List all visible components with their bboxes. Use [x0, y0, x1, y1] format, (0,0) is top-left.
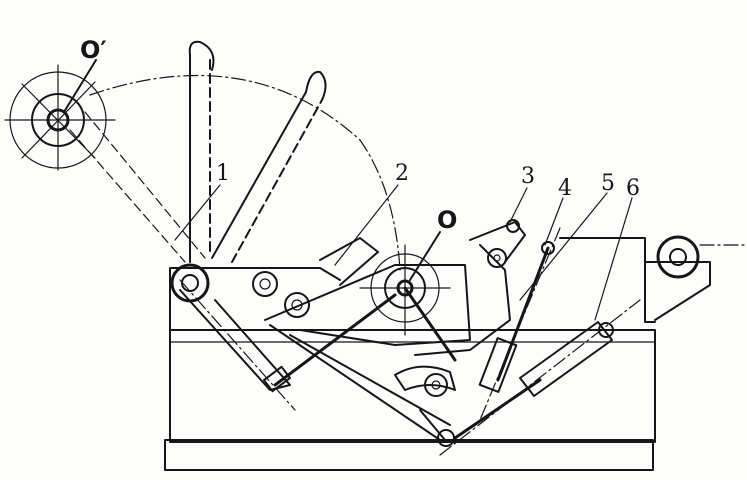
- label-o: O: [437, 206, 457, 234]
- cylinder-5-barrel: [478, 337, 518, 393]
- cylinder-5-top-pin: [541, 241, 555, 255]
- base-frame: [164, 237, 711, 471]
- link-4-pin: [487, 248, 507, 268]
- left-housing: [169, 267, 341, 331]
- label-part-2: 2: [395, 161, 409, 186]
- leader-1: [174, 184, 221, 241]
- part-leaders: [174, 184, 633, 321]
- arm-vertical-hook: [188, 40, 215, 71]
- arm-inclined-edge-1: [211, 91, 307, 259]
- central-frame-link: [264, 264, 471, 346]
- link-2-block: [319, 237, 379, 286]
- leader-2: [334, 184, 399, 266]
- lower-diagonal-link: [269, 324, 441, 441]
- left-joints: [170, 263, 310, 318]
- arm-to-o-prime-dash-2: [84, 111, 206, 259]
- pivot-o-prime-diag-1: [21, 83, 96, 159]
- label-part-1: 1: [216, 161, 230, 186]
- arm-positions: [69, 40, 327, 411]
- arm-inclined-hook: [305, 70, 327, 101]
- lower-diagonal-link-2: [289, 334, 451, 426]
- base-plate: [164, 439, 654, 471]
- cylinder-5-rod: [496, 246, 550, 382]
- arm-lower-swing: [179, 289, 291, 391]
- lower-pin-center: [431, 380, 441, 390]
- link-3-top-bracket: [469, 221, 526, 263]
- pivot-o: [359, 231, 451, 336]
- lower-pin: [424, 373, 448, 397]
- link-3-pin: [506, 219, 520, 233]
- leader-6: [594, 197, 633, 321]
- pivot-o-prime: [4, 59, 116, 171]
- main-pin-inner: [181, 274, 199, 292]
- hook-curve: [394, 365, 456, 391]
- leader-3: [509, 187, 528, 223]
- right-roller-inner: [669, 248, 687, 266]
- cylinder-6-centerline: [439, 299, 641, 456]
- label-part-5: 5: [601, 171, 615, 196]
- right-bracket: [644, 261, 711, 321]
- cylinder-6-end-pin: [598, 322, 614, 338]
- link-4-pin-center: [493, 254, 501, 262]
- right-roller: [656, 235, 746, 279]
- arm-inclined-edge-2: [231, 99, 323, 263]
- arm-to-o-prime-dash-1: [69, 129, 186, 263]
- second-pin-inner: [259, 278, 271, 290]
- right-housing: [559, 237, 656, 323]
- label-part-6: 6: [626, 176, 640, 201]
- pivot-o-prime-diag-2: [21, 81, 96, 159]
- third-pin-outer: [284, 292, 310, 318]
- right-roller-outer: [656, 235, 700, 279]
- pivot-o-prime-leader: [63, 59, 97, 113]
- lower-pin-strut: [419, 409, 446, 441]
- leader-5: [519, 192, 608, 301]
- main-pin-outer: [170, 263, 210, 303]
- frame-body: [169, 329, 656, 443]
- sweep-arc: [89, 74, 401, 271]
- right-linkage: [394, 219, 561, 441]
- label-part-3: 3: [521, 164, 535, 189]
- cylinder-6-barrel: [519, 321, 613, 397]
- leader-4: [544, 197, 564, 246]
- label-part-4: 4: [558, 176, 572, 201]
- link-4-body: [414, 244, 511, 356]
- label-o-prime: O′: [80, 36, 107, 64]
- cylinder-5-centerline: [479, 227, 561, 421]
- cylinder-6-rod: [453, 378, 542, 440]
- pivot-o-leader: [409, 231, 441, 281]
- second-pin-outer: [252, 271, 278, 297]
- cylinder-6: [437, 299, 641, 456]
- pivot-o-crank: [403, 286, 457, 362]
- left-actuator-end: [263, 365, 291, 393]
- bottom-pin: [437, 429, 455, 447]
- central-links: [263, 237, 471, 441]
- left-actuator-rod: [273, 293, 397, 387]
